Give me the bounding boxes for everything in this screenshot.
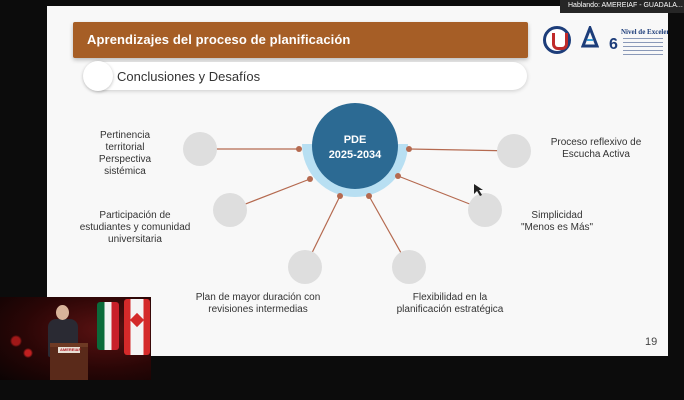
accreditation-logo-icon [581,26,599,48]
item-label-simplicidad: Simplicidad "Menos es Más" [507,210,607,234]
label-line: Perspectiva [98,154,152,165]
item-label-proceso-reflexivo: Proceso reflexivo de Escucha Activa [537,137,655,161]
ranking-badge: Nivel de Excelencia 6 [609,24,668,64]
node-circle-proceso-reflexivo [497,134,531,168]
speaker-indicator-text: Hablando: AMEREIAF - GUADALA... [568,2,683,9]
hub-label-line2: 2025-2034 [328,149,382,161]
label-line: Proceso reflexivo de [550,137,642,148]
item-label-pertinencia: Pertinencia territorial Perspectiva sist… [85,130,165,178]
slide-subtitle: Conclusiones y Desafíos [117,69,261,84]
subtitle-bullet-circle [83,61,113,91]
label-line: universitaria [108,234,162,245]
node-circle-flexibilidad [392,250,426,284]
node-circle-pertinencia [183,132,217,166]
item-label-participacion: Participación de estudiantes y comunidad… [77,210,193,246]
node-circle-participacion [213,193,247,227]
podium-sign-text: AMEREIAF [60,347,81,352]
label-line: Simplicidad [531,210,583,221]
label-line: territorial [105,142,145,153]
label-line: planificación estratégica [396,304,504,315]
hub-label: PDE 2025-2034 [315,133,395,163]
label-line: "Menos es Más" [520,222,594,233]
connector-dot-pertinencia [296,146,302,152]
connector-dot-flexibilidad [366,193,372,199]
slide-page-number: 19 [645,336,658,348]
node-circle-plan-duracion [288,250,322,284]
pde-diagram [183,103,531,284]
institution-logos: Nivel de Excelencia 6 [543,22,668,66]
slide-title-bar: Aprendizajes del proceso de planificació… [73,22,528,58]
label-line: Flexibilidad en la [412,292,488,303]
connector-dot-participacion [307,176,313,182]
label-line: sistémica [104,166,146,177]
ranking-years: 6 [609,36,618,53]
university-seal-icon [543,26,571,54]
ranking-title: Nivel de Excelencia [621,28,668,36]
speaker-indicator: Hablando: AMEREIAF - GUADALA... [560,0,684,13]
hub-label-line1: PDE [343,134,367,146]
stage-lights [4,325,44,365]
slide-subtitle-bar: Conclusiones y Desafíos [83,61,527,91]
speaker-head [56,305,69,320]
node-circle-simplicidad [468,193,502,227]
connector-line-proceso-reflexivo [408,148,515,152]
podium-sign [58,347,80,353]
mexico-flag-icon [97,302,119,350]
item-label-flexibilidad: Flexibilidad en la planificación estraté… [387,292,513,316]
item-label-plan-duracion: Plan de mayor duración con revisiones in… [187,292,329,316]
label-line: Pertinencia [99,130,151,141]
label-line: Escucha Activa [562,149,630,160]
mouse-cursor-icon [474,184,483,196]
speaker-video-thumbnail[interactable]: AMEREIAF [0,297,151,380]
label-line: estudiantes y comunidad [79,222,191,233]
connector-dot-simplicidad [395,173,401,179]
label-line: revisiones intermedias [208,304,308,315]
connector-dot-proceso-reflexivo [406,146,412,152]
slide-title: Aprendizajes del proceso de planificació… [87,32,351,47]
hub-circle [312,103,398,189]
label-line: Plan de mayor duración con [195,292,321,303]
label-line: Participación de [99,210,171,221]
connector-dot-plan-duracion [337,193,343,199]
ranking-fine-print [623,38,663,56]
